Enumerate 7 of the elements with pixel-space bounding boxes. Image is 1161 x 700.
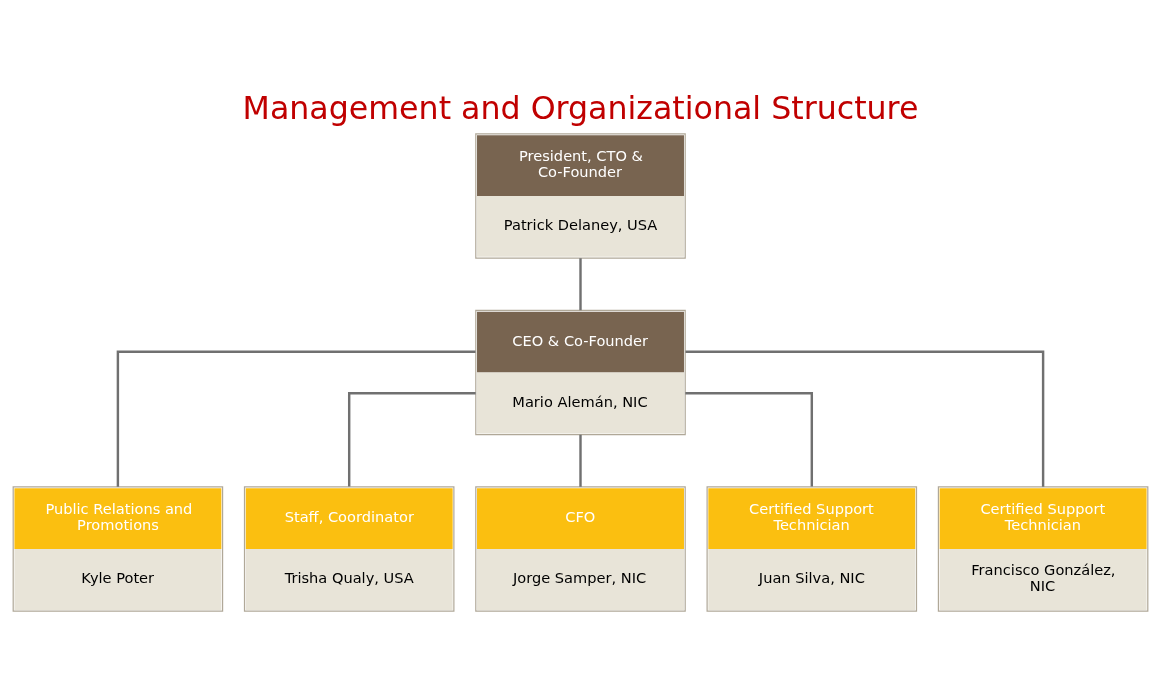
connector — [116, 350, 476, 487]
connector — [348, 392, 476, 487]
connector — [579, 434, 582, 487]
connector — [579, 258, 582, 311]
diagram-title: Management and Organizational Structure — [242, 90, 919, 127]
connector — [685, 392, 813, 487]
connector — [685, 350, 1045, 487]
